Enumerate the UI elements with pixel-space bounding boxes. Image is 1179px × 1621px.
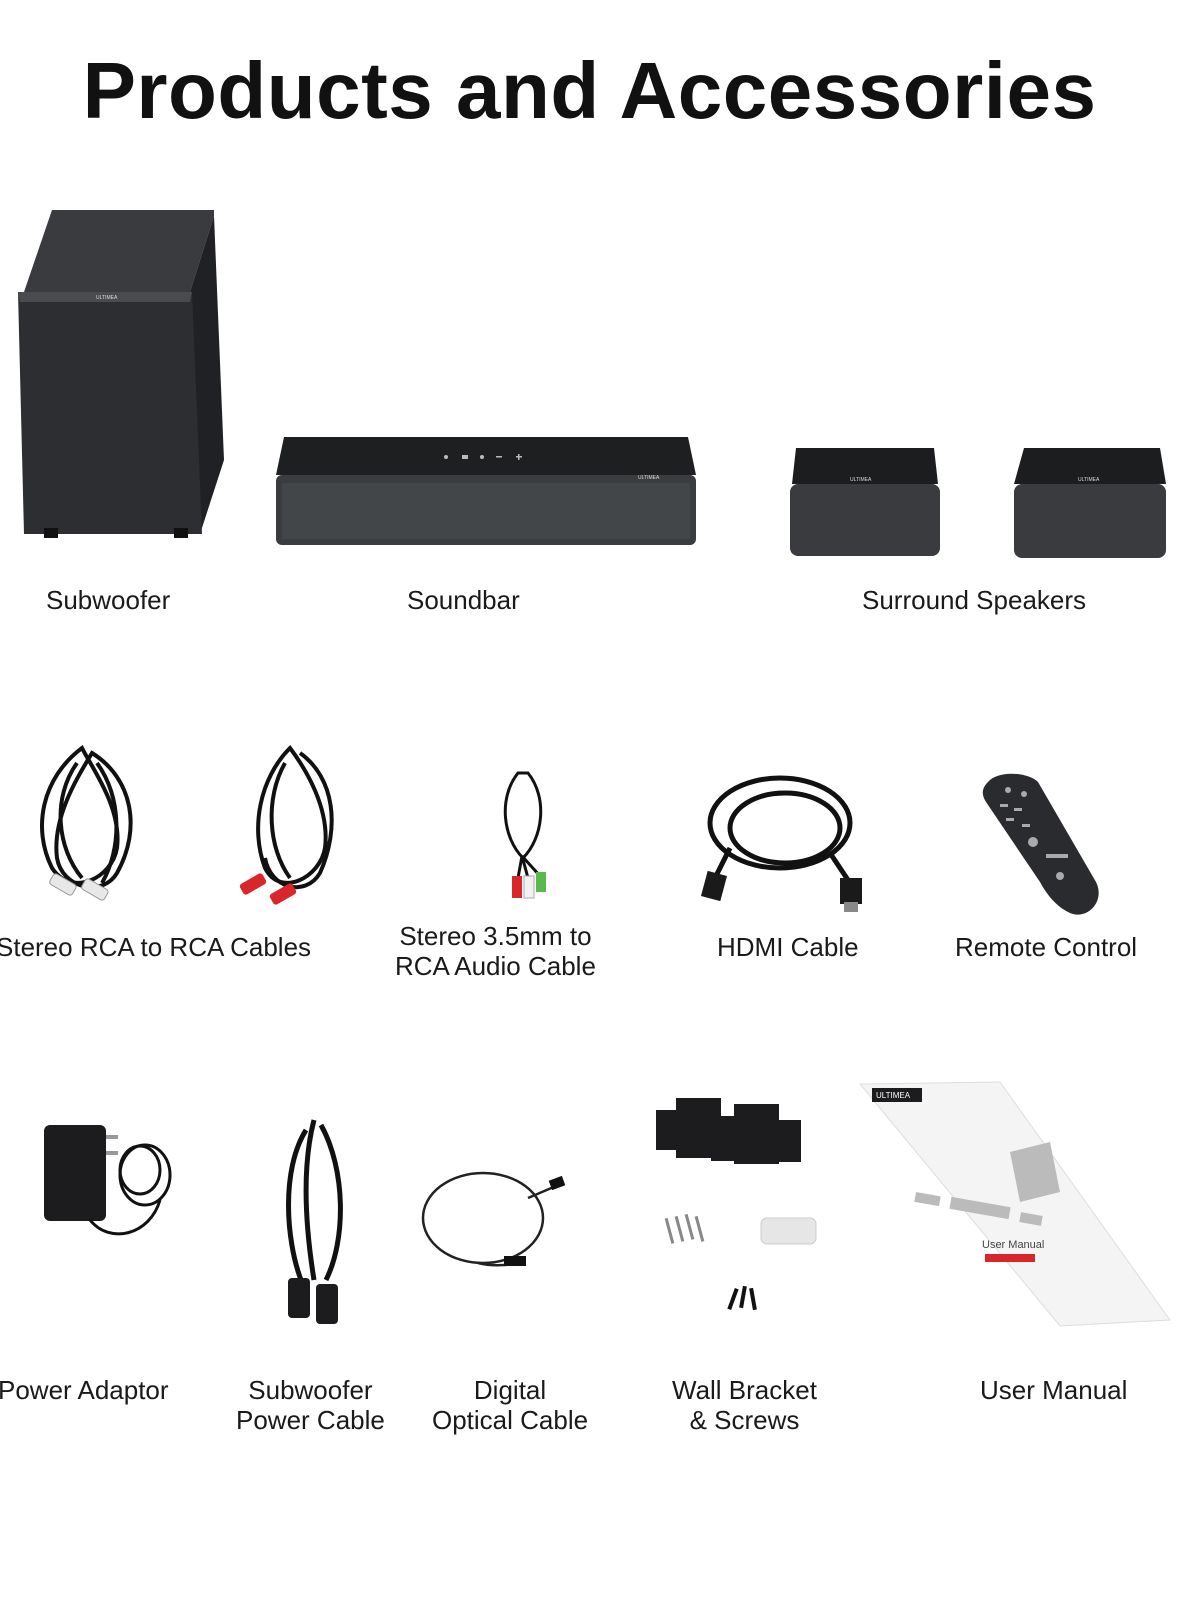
rca-cable-white-image bbox=[22, 738, 152, 913]
aux-rca-cable-image bbox=[488, 768, 558, 908]
soundbar-image: ULTIMEA bbox=[276, 435, 696, 547]
label-subwoofer: Subwoofer bbox=[46, 585, 171, 615]
subwoofer-power-cable-image bbox=[276, 1110, 356, 1340]
manual-cover-title: User Manual bbox=[982, 1239, 1044, 1251]
subwoofer-image: ULTIMEA bbox=[14, 210, 224, 540]
label-surround-speakers: Surround Speakers bbox=[862, 585, 1087, 615]
manual-brand-text: ULTIMEA bbox=[876, 1091, 911, 1100]
label-rca-cables: Stereo RCA to RCA Cables bbox=[0, 932, 312, 962]
user-manual-image: ULTIMEA User Manual bbox=[858, 1081, 1171, 1332]
label-aux-line-1: Stereo 3.5mm to bbox=[399, 921, 592, 951]
remote-control-image bbox=[978, 772, 1118, 922]
label-aux-rca-cable: Stereo 3.5mm to RCA Audio Cable bbox=[395, 921, 596, 981]
surround-speaker-left-image: ULTIMEA bbox=[790, 448, 940, 558]
label-subpower-line-1: Subwoofer bbox=[248, 1375, 373, 1405]
label-bracket-line-1: Wall Bracket bbox=[672, 1375, 817, 1405]
surround-speaker-right-image: ULTIMEA bbox=[1014, 448, 1166, 560]
label-wall-bracket: Wall Bracket & Screws bbox=[672, 1375, 817, 1435]
label-optical-cable: Digital Optical Cable bbox=[432, 1375, 588, 1435]
subwoofer-brand-text: ULTIMEA bbox=[96, 295, 118, 301]
optical-cable-image bbox=[418, 1168, 568, 1278]
label-remote-control: Remote Control bbox=[955, 932, 1138, 962]
label-user-manual: User Manual bbox=[980, 1375, 1128, 1405]
label-optical-line-1: Digital bbox=[473, 1375, 547, 1405]
label-subpower-line-2: Power Cable bbox=[236, 1405, 385, 1435]
power-adaptor-image bbox=[40, 1115, 180, 1255]
wall-bracket-image bbox=[656, 1098, 856, 1328]
page-title: Products and Accessories bbox=[82, 46, 1097, 135]
hdmi-cable-image bbox=[700, 768, 875, 918]
label-hdmi-cable: HDMI Cable bbox=[717, 932, 859, 962]
label-optical-line-2: Optical Cable bbox=[432, 1405, 589, 1435]
soundbar-brand-text: ULTIMEA bbox=[638, 475, 660, 481]
surround-right-brand-text: ULTIMEA bbox=[1078, 477, 1100, 483]
rca-cable-red-image bbox=[220, 738, 350, 913]
label-aux-line-2: RCA Audio Cable bbox=[395, 951, 596, 981]
surround-left-brand-text: ULTIMEA bbox=[850, 477, 872, 483]
label-subwoofer-power-cable: Subwoofer Power Cable bbox=[236, 1375, 385, 1435]
label-soundbar: Soundbar bbox=[407, 585, 520, 615]
label-bracket-line-2: & Screws bbox=[689, 1405, 800, 1435]
label-power-adaptor: Power Adaptor bbox=[0, 1375, 169, 1405]
